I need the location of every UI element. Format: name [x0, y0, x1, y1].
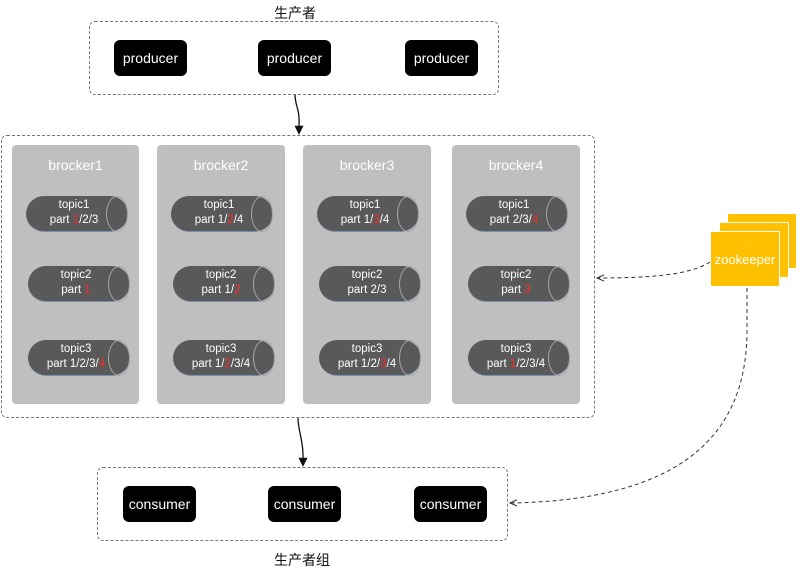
zookeeper-node: zookeeper	[710, 231, 780, 287]
consumer-node-3: consumer	[414, 486, 487, 522]
partition-cylinder-topic3: topic3 part 1/2/3/4	[173, 340, 275, 376]
partition-cylinder-topic3: topic3 part 1/2/3/4	[468, 340, 570, 376]
leader-partition: 4	[531, 214, 539, 226]
topic-name: topic1	[498, 199, 530, 211]
partition-cylinder-topic2: topic2 part 2/3	[319, 266, 421, 302]
partition-list-rest: /3/4	[230, 358, 251, 370]
partition-list-rest: /4	[379, 214, 390, 226]
consumer-group-label: 生产者组	[274, 553, 330, 569]
partition-list: part	[61, 284, 85, 296]
topic-name: topic3	[500, 343, 532, 355]
broker-cluster-box	[1, 135, 595, 418]
partition-list: part 1/	[340, 214, 374, 226]
partition-cylinder-topic3: topic3 part 1/2/3/4	[28, 340, 130, 376]
partition-cylinder-topic2: topic2 part 1	[28, 266, 130, 302]
partition-list-rest: /2/3/4	[516, 358, 546, 370]
partition-cylinder-topic1: topic1 part 1/3/4	[317, 196, 419, 232]
topic-name: topic2	[351, 269, 383, 281]
producer-node-2: producer	[258, 40, 331, 76]
leader-partition: 4	[98, 358, 106, 370]
partition-list: part	[486, 358, 510, 370]
partition-cylinder-topic3: topic3 part 1/2/3/4	[319, 340, 421, 376]
leader-partition: 1	[72, 214, 80, 226]
leader-partition: 2	[234, 284, 241, 296]
topic-name: topic3	[60, 343, 92, 355]
consumer-node-2: consumer	[268, 486, 341, 522]
producer-group-box: producer producer producer	[89, 21, 499, 95]
partition-list: part 1/	[194, 214, 228, 226]
broker-title: brocker3	[339, 157, 395, 173]
zookeeper-to-consumer-link	[510, 288, 748, 503]
consumer-group-box: consumer consumer consumer	[97, 467, 508, 541]
producer-to-broker-arrow	[294, 94, 304, 135]
partition-cylinder-topic2: topic2 part 1/2	[173, 266, 275, 302]
leader-partition: 2	[224, 358, 231, 370]
topic-name: topic1	[349, 199, 381, 211]
leader-partition: 2	[227, 214, 234, 226]
partition-list: part 2/3/	[489, 214, 532, 226]
consumer-node-1: consumer	[123, 486, 196, 522]
partition-cylinder-topic2: topic2 part 3	[468, 266, 570, 302]
producer-node-1: producer	[114, 40, 187, 76]
leader-partition: 3	[524, 284, 531, 296]
partition-list: part 1/2/	[337, 358, 381, 370]
zookeeper-to-broker-link	[597, 261, 711, 278]
broker-2: brocker2 topic1 part 1/2/4 topic2 part 1…	[157, 145, 285, 404]
partition-list-rest: /4	[233, 214, 244, 226]
broker-3: brocker3 topic1 part 1/3/4 topic2 part 2…	[303, 145, 431, 404]
broker-title: brocker1	[48, 157, 103, 173]
broker-title: brocker4	[488, 157, 544, 173]
partition-list: part	[501, 284, 525, 296]
leader-partition: 3	[373, 214, 380, 226]
zookeeper-label: zookeeper	[714, 251, 776, 267]
partition-list: part 2/3	[347, 284, 387, 296]
producer-node-3: producer	[405, 40, 478, 76]
topic-name: topic2	[60, 269, 92, 281]
broker-title: brocker2	[193, 157, 249, 173]
producer-group-label: 生产者	[274, 6, 316, 22]
topic-name: topic3	[205, 343, 237, 355]
partition-cylinder-topic1: topic1 part 2/3/4	[466, 196, 568, 232]
broker-1: brocker1 topic1 part 1/2/3 topic2 part 1…	[12, 145, 139, 404]
partition-list: part 1/	[201, 284, 235, 296]
partition-list-rest: /2/3	[79, 214, 99, 226]
leader-partition: 1	[509, 358, 517, 370]
broker-4: brocker4 topic1 part 2/3/4 topic2 part 3…	[452, 145, 580, 404]
leader-partition: 1	[84, 284, 91, 296]
partition-list: part 1/2/3/	[46, 358, 99, 370]
partition-cylinder-topic1: topic1 part 1/2/3	[26, 196, 128, 232]
topic-name: topic2	[500, 269, 532, 281]
topic-name: topic1	[203, 199, 235, 211]
partition-list-rest: /4	[386, 358, 397, 370]
topic-name: topic1	[58, 199, 90, 211]
partition-list: part 1/	[191, 358, 225, 370]
broker-to-consumer-arrow	[297, 417, 308, 467]
partition-cylinder-topic1: topic1 part 1/2/4	[171, 196, 273, 232]
leader-partition: 3	[380, 358, 387, 370]
topic-name: topic2	[205, 269, 237, 281]
topic-name: topic3	[351, 343, 383, 355]
partition-list: part	[49, 214, 73, 226]
